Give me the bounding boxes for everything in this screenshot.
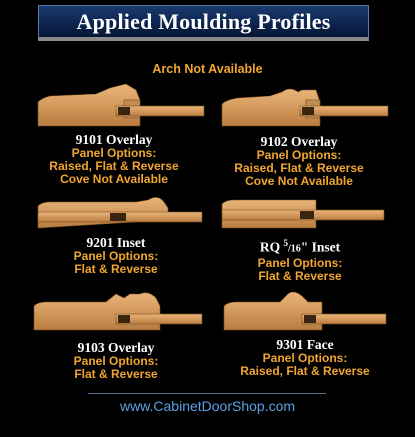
panel-options-label: Panel Options:	[256, 148, 342, 162]
caption-9103: 9103 Overlay Panel Options: Flat & Rever…	[16, 341, 216, 381]
footer-divider	[88, 393, 326, 394]
profile-name: 9101 Overlay	[75, 132, 153, 147]
profile-name: 9201 Inset	[86, 235, 146, 250]
profile-9101-image	[37, 83, 205, 127]
panel-options-value: Raised, Flat & Reverse	[49, 159, 179, 173]
panel-options-value: Flat & Reverse	[74, 367, 158, 381]
panel-options-value: Raised, Flat & Reverse	[234, 161, 364, 175]
profile-9103-image	[33, 292, 203, 331]
profile-name: 9301 Face	[276, 337, 334, 352]
caption-rq: RQ 5/16" Inset Panel Options: Flat & Rev…	[200, 236, 400, 283]
profile-9201-image	[37, 197, 203, 229]
name-prefix: RQ	[259, 239, 284, 255]
profile-name: 9103 Overlay	[77, 340, 155, 355]
caption-9102: 9102 Overlay Panel Options: Raised, Flat…	[199, 135, 399, 188]
name-suffix: " Inset	[300, 239, 341, 255]
title-banner: Applied Moulding Profiles	[38, 5, 369, 41]
panel-options-value: Flat & Reverse	[258, 268, 342, 283]
name-sub: /16	[287, 243, 301, 255]
panel-options-label: Panel Options:	[262, 351, 348, 365]
profile-name: RQ 5/16" Inset	[200, 236, 400, 257]
arch-note: Arch Not Available	[152, 62, 263, 76]
panel-options-label: Panel Options:	[73, 249, 159, 263]
cove-note: Cove Not Available	[245, 174, 353, 188]
panel-options-label: Panel Options:	[71, 146, 157, 160]
panel-options-label: Panel Options:	[73, 354, 159, 368]
profile-rq-image	[221, 199, 385, 229]
cove-note: Cove Not Available	[60, 172, 168, 186]
name-sup: 5	[283, 238, 288, 248]
page-title: Applied Moulding Profiles	[76, 8, 331, 34]
panel-options-label: Panel Options:	[257, 255, 343, 270]
caption-9101: 9101 Overlay Panel Options: Raised, Flat…	[14, 133, 214, 186]
panel-options-value: Flat & Reverse	[74, 262, 158, 276]
caption-9301: 9301 Face Panel Options: Raised, Flat & …	[205, 338, 405, 378]
footer-url-link[interactable]: www.CabinetDoorShop.com	[119, 398, 296, 414]
profile-9301-image	[223, 291, 387, 331]
profile-name: 9102 Overlay	[260, 134, 338, 149]
profile-9102-image	[221, 88, 389, 127]
panel-options-value: Raised, Flat & Reverse	[240, 364, 370, 378]
caption-9201: 9201 Inset Panel Options: Flat & Reverse	[16, 236, 216, 276]
